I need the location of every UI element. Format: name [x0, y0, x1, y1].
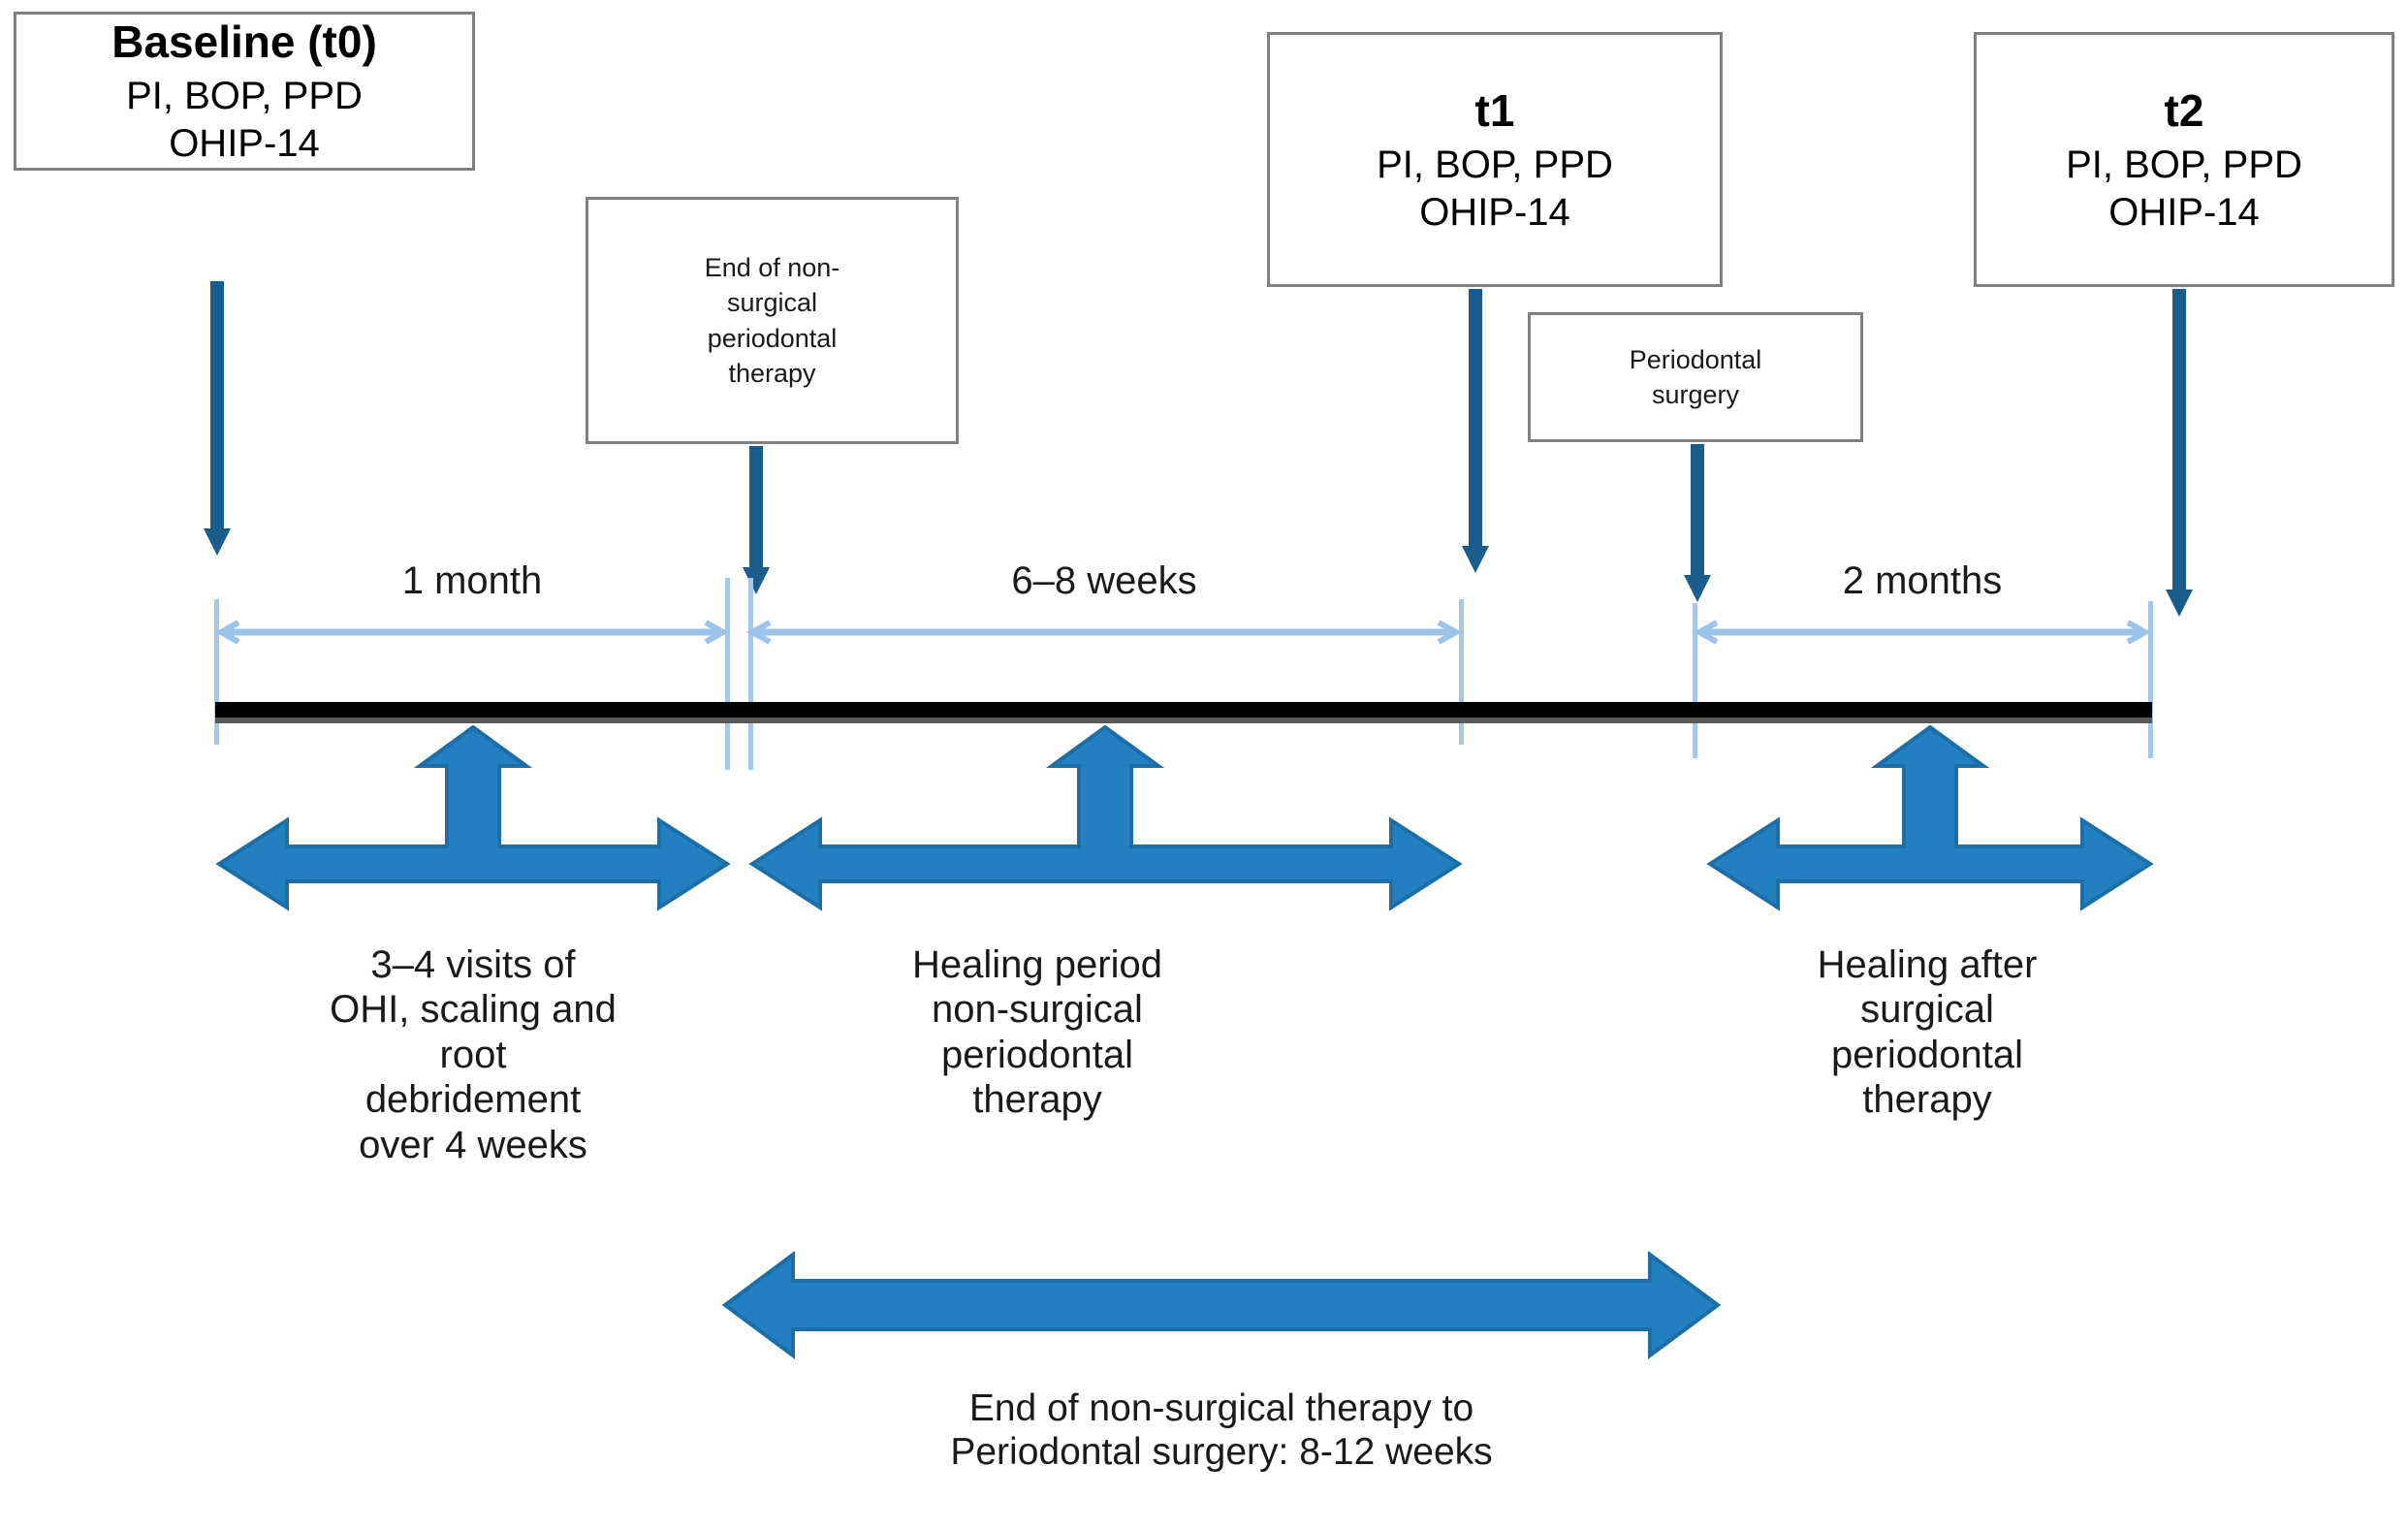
summary-span-line-1: End of non-surgical therapy to	[968, 1387, 1474, 1429]
duration-label-2-months: 2 months	[1842, 559, 2003, 602]
event-line-4: therapy	[728, 358, 816, 388]
down-arrow-t2	[2162, 289, 2197, 623]
phase-visits-line-5: over 4 weeks	[359, 1123, 587, 1166]
down-arrow-t1	[1458, 289, 1493, 580]
phase-healing-s-line-4: therapy	[1862, 1078, 1992, 1122]
measure-arrow-2-months	[1692, 618, 2153, 647]
timepoint-box-t2: t2 PI, BOP, PPD OHIP-14	[1974, 32, 2394, 287]
timepoint-measures-line2-t1: OHIP-14	[1419, 190, 1570, 234]
phase-caption-healing-surgical: Healing after surgical periodontal thera…	[1695, 942, 2160, 1123]
duration-label-1-month: 1 month	[401, 559, 543, 602]
process-arrow-visits	[211, 725, 735, 917]
phase-healing-ns-line-3: periodontal	[941, 1033, 1133, 1076]
down-arrow-periodontal-surgery	[1680, 444, 1715, 609]
timepoint-measures-line1-t1: PI, BOP, PPD	[1377, 143, 1613, 186]
guide-line-end-non-surgical-left	[725, 578, 730, 770]
phase-healing-s-line-2: surgical	[1860, 988, 1994, 1032]
timepoint-title-t2: t2	[2164, 84, 2204, 136]
process-arrow-healing-surgical	[1702, 725, 2158, 917]
timepoint-measures-line2-baseline: OHIP-14	[169, 122, 320, 166]
phase-healing-s-line-1: Healing after	[1817, 943, 2038, 986]
process-arrow-healing-nonsurgical	[745, 725, 1467, 917]
phase-visits-line-1: 3–4 visits of	[370, 943, 576, 986]
timepoint-measures-line2-t2: OHIP-14	[2108, 190, 2260, 234]
measure-arrow-6-8-weeks	[745, 618, 1464, 647]
event-box-periodontal-surgery: Periodontal surgery	[1528, 312, 1863, 442]
guide-line-baseline	[214, 599, 219, 745]
summary-span-line-2: Periodontal surgery: 8-12 weeks	[950, 1431, 1493, 1474]
guide-line-t1	[1459, 599, 1464, 745]
event-line-2: surgical	[726, 288, 818, 318]
event-line-3: periodontal	[707, 323, 838, 353]
guide-line-end-non-surgical-right	[748, 578, 753, 770]
timepoint-box-baseline: Baseline (t0) PI, BOP, PPD OHIP-14	[14, 12, 475, 171]
surgery-event-line-1: Periodontal	[1629, 344, 1762, 374]
phase-caption-visits: 3–4 visits of OHI, scaling and root debr…	[231, 942, 715, 1167]
event-line-1: End of non-	[704, 253, 840, 283]
measure-arrow-1-month	[213, 618, 731, 647]
phase-visits-line-3: root	[439, 1033, 507, 1076]
timepoint-measures-line1-t2: PI, BOP, PPD	[2066, 143, 2302, 186]
phase-visits-line-2: OHI, scaling and	[330, 988, 617, 1032]
guide-line-periodontal-surgery	[1693, 603, 1697, 758]
timepoint-measures-line1-baseline: PI, BOP, PPD	[126, 75, 363, 118]
timepoint-title-t1: t1	[1474, 84, 1515, 136]
guide-line-t2	[2148, 601, 2153, 758]
event-box-end-non-surgical: End of non- surgical periodontal therapy	[586, 197, 959, 444]
duration-label-6-8-weeks: 6–8 weeks	[1011, 559, 1197, 602]
surgery-event-line-2: surgery	[1651, 380, 1740, 409]
down-arrow-baseline	[200, 281, 235, 562]
phase-healing-ns-line-4: therapy	[972, 1078, 1102, 1122]
timeline-axis	[215, 702, 2152, 717]
phase-healing-ns-line-1: Healing period	[912, 943, 1162, 986]
down-arrow-end-non-surgical	[739, 446, 774, 601]
phase-caption-healing-nonsurgical: Healing period non-surgical periodontal …	[795, 942, 1280, 1123]
phase-healing-s-line-3: periodontal	[1831, 1033, 2023, 1076]
phase-healing-ns-line-2: non-surgical	[932, 988, 1143, 1032]
timepoint-title-baseline: Baseline (t0)	[111, 16, 377, 68]
timepoint-box-t1: t1 PI, BOP, PPD OHIP-14	[1267, 32, 1723, 287]
process-arrow-summary-span	[717, 1247, 1726, 1363]
phase-visits-line-4: debridement	[364, 1078, 582, 1122]
summary-span-caption: End of non-surgical therapy to Periodont…	[601, 1387, 1842, 1474]
